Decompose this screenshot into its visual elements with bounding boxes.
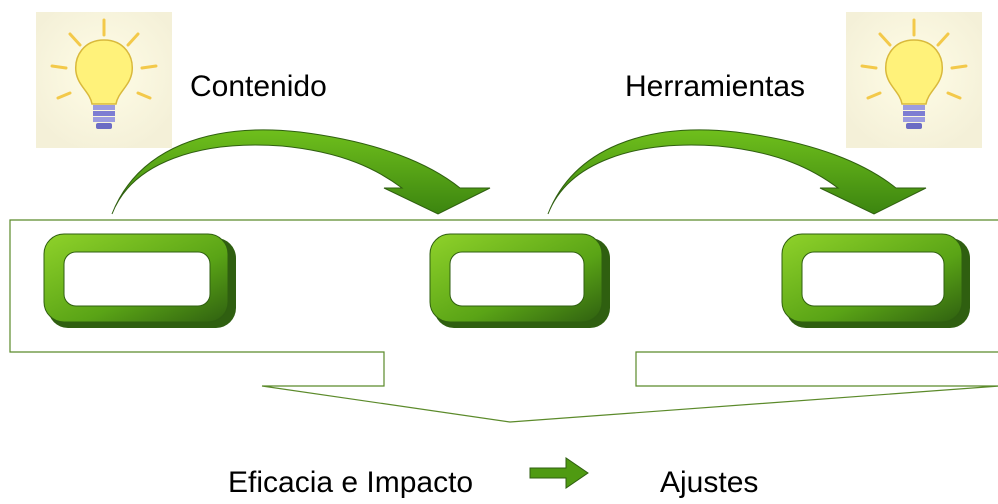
container-outline [9, 219, 998, 423]
effectiveness-impact-label: Eficacia e Impacto [228, 466, 474, 499]
tools-label: Herramientas [625, 70, 806, 103]
process-frame-3 [781, 233, 970, 328]
curved-arrow-2 [547, 129, 927, 215]
left-lightbulb-icon [36, 12, 172, 148]
arrow-right-icon [529, 457, 589, 489]
process-frame-1 [43, 233, 236, 328]
curved-arrow-1 [111, 129, 491, 215]
right-lightbulb-icon [846, 12, 982, 148]
adjustments-label: Ajustes [660, 466, 759, 499]
content-label: Contenido [190, 70, 327, 103]
process-frame-2 [429, 233, 610, 328]
